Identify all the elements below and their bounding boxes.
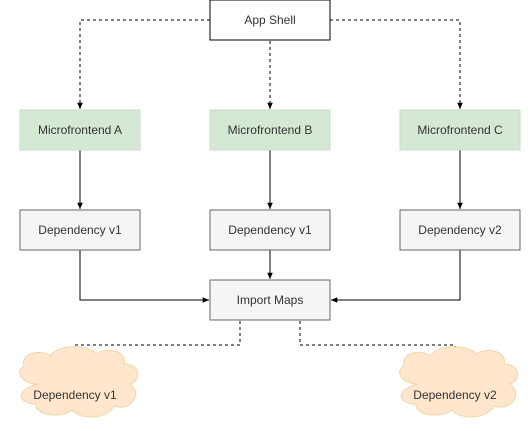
microfrontend-b-label: Microfrontend B [228,123,313,137]
edge-dep-a-to-importmaps [79,250,209,303]
import-maps-node[interactable]: Import Maps [209,279,331,321]
import-maps-label: Import Maps [237,293,304,307]
microfrontend-c-label: Microfrontend C [417,123,503,137]
resolved-dependency-v1-cloud[interactable]: Dependency v1 [19,346,139,418]
cloud-shape-v2 [399,346,519,418]
dependency-c-label: Dependency v2 [418,223,502,237]
dependency-a-node[interactable]: Dependency v1 [19,209,141,251]
microfrontend-c-node[interactable]: Microfrontend C [399,109,521,151]
dependency-b-node[interactable]: Dependency v1 [209,209,331,251]
dependency-a-label: Dependency v1 [38,223,122,237]
dependency-c-node[interactable]: Dependency v2 [399,209,521,251]
cloud-shape-v1 [19,346,139,418]
microfrontend-a-node[interactable]: Microfrontend A [19,109,141,151]
edge-appshell-to-mfe-c [330,19,463,109]
microfrontend-b-node[interactable]: Microfrontend B [209,109,331,151]
edge-dep-c-to-importmaps [331,250,461,303]
edge-appshell-to-mfe-a [77,19,210,109]
resolved-v2-label: Dependency v2 [413,388,497,402]
resolved-v1-label: Dependency v1 [33,388,117,402]
app-shell-label: App Shell [244,13,295,27]
app-shell-node[interactable]: App Shell [209,0,331,41]
dependency-b-label: Dependency v1 [228,223,312,237]
resolved-dependency-v2-cloud[interactable]: Dependency v2 [399,346,519,418]
microfrontend-a-label: Microfrontend A [38,123,122,137]
edge-importmaps-to-resolved-v2 [299,321,458,366]
